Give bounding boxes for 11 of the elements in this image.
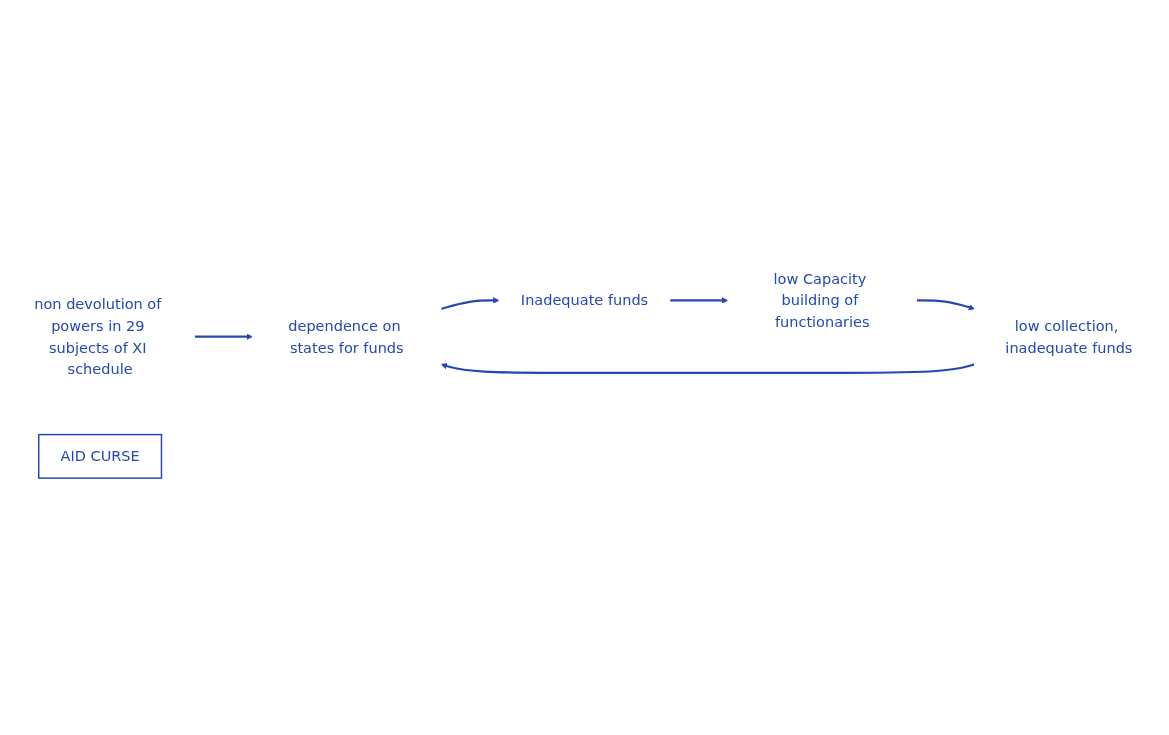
node-box: AID CURSE	[38, 433, 163, 479]
node-text: non devolution of powers in 29 subjects of XI schedule	[34, 295, 162, 379]
arrow	[440, 297, 500, 310]
arrow	[669, 297, 729, 304]
arrow	[916, 299, 975, 311]
node-text: dependence on states for funds	[288, 317, 404, 357]
node-text: low Capacity building of functionaries	[773, 269, 870, 331]
arrow	[440, 362, 975, 375]
arrow	[194, 333, 253, 340]
node-text: Inadequate funds	[520, 291, 649, 310]
node-text: low collection, inadequate funds	[1005, 317, 1133, 357]
